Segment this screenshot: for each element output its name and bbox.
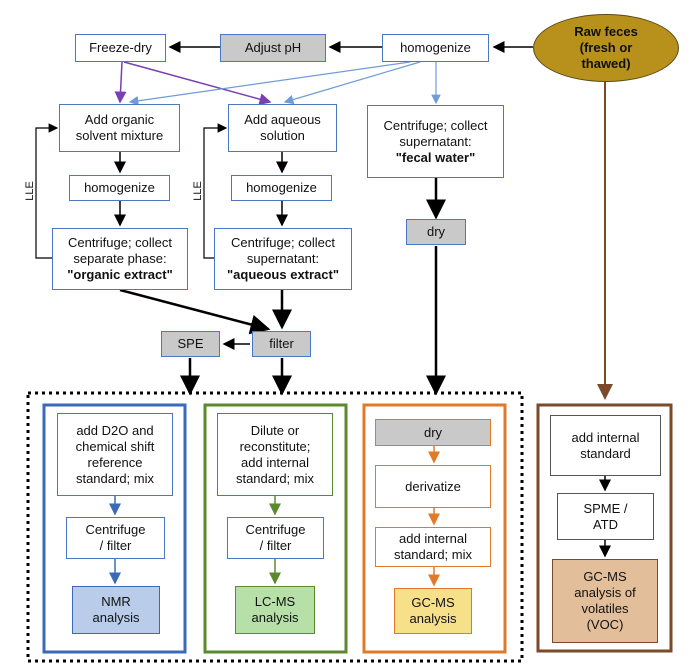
raw-feces-node: Raw feces (fresh or thawed) [533,14,679,82]
add-organic-node: Add organic solvent mixture [59,104,180,152]
lcms-step2-node: Centrifuge / filter [227,517,324,559]
adjust-ph-node: Adjust pH [220,34,326,62]
homogenize-aqueous-node: homogenize [231,175,332,201]
add-aqueous-node: Add aqueous solution [228,104,337,152]
homogenize-organic-node: homogenize [69,175,170,201]
nmr-step1-node: add D2O and chemical shift reference sta… [57,413,173,496]
fecal-water-label: "fecal water" [395,149,476,165]
gcms-derivatize-node: derivatize [375,465,491,508]
lcms-analysis-node: LC-MS analysis [235,586,315,634]
gcms-internal-standard-node: add internal standard; mix [375,527,491,567]
voc-internal-standard-node: add internal standard [550,415,661,476]
aqueous-extract-label: "aqueous extract" [226,267,340,282]
centrifuge-aqueous-node: Centrifuge; collect supernatant: "aqueou… [214,228,352,290]
lle-right-label: LLE [191,181,204,201]
centrifuge-fecal-water-node: Centrifuge; collect supernatant: "fecal … [367,105,504,178]
organic-extract-label: "organic extract" [67,267,173,282]
freeze-dry-node: Freeze-dry [75,34,166,62]
nmr-step2-node: Centrifuge / filter [66,517,165,559]
nmr-analysis-node: NMR analysis [72,586,160,634]
lle-left-label: LLE [23,181,36,201]
centrifuge-aqueous-text: Centrifuge; collect supernatant: [230,235,336,266]
dry-top-node: dry [406,219,466,245]
raw-feces-label: Raw feces (fresh or thawed) [574,24,638,71]
centrifuge-fecal-water-text: Centrifuge; collect supernatant: [383,117,488,149]
centrifuge-organic-node: Centrifuge; collect separate phase: "org… [52,228,188,290]
lcms-step1-node: Dilute or reconstitute; add internal sta… [217,413,333,496]
voc-spme-atd-node: SPME / ATD [557,493,654,540]
gcms-analysis-node: GC-MS analysis [394,588,472,634]
filter-node: filter [252,331,311,357]
centrifuge-organic-text: Centrifuge; collect separate phase: [67,235,173,266]
voc-gcms-analysis-node: GC-MS analysis of volatiles (VOC) [552,559,658,643]
homogenize-top-node: homogenize [382,34,489,62]
spe-node: SPE [161,331,220,357]
gcms-dry-node: dry [375,419,491,446]
